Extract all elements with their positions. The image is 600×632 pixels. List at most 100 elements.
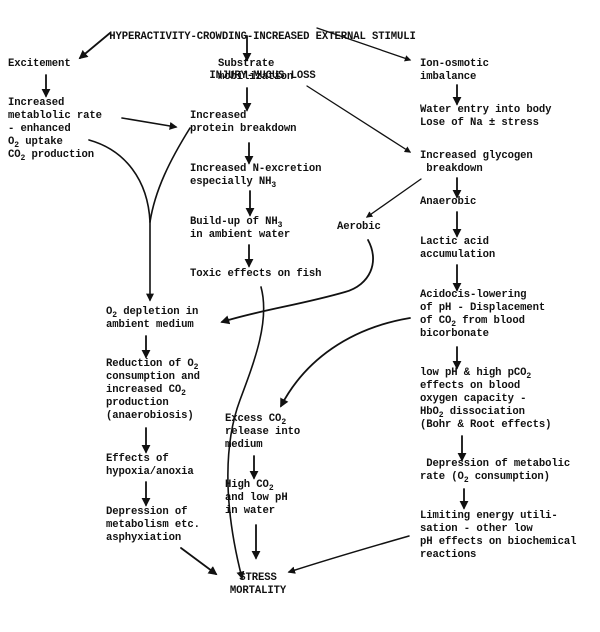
node-line: Lactic acid bbox=[420, 236, 489, 248]
node-line: of pH - Displacement bbox=[420, 302, 546, 314]
node-line: especially NH3 bbox=[190, 176, 277, 190]
node-line: Build-up of NH3 bbox=[190, 216, 283, 230]
arrow-depression-to-stress bbox=[180, 547, 218, 576]
arrow-title-to-ion-osmotic bbox=[316, 27, 412, 62]
node-line: (Bohr & Root effects) bbox=[420, 419, 552, 431]
node-line: release into bbox=[225, 426, 301, 438]
node-line: accumulation bbox=[420, 249, 496, 261]
curve-protein-to-merge bbox=[149, 127, 191, 223]
node-line: Substrate bbox=[218, 58, 275, 70]
node-line: hypoxia/anoxia bbox=[106, 466, 194, 478]
curve-limiting-to-stress bbox=[287, 535, 410, 574]
node-line: Depression of metabolic bbox=[420, 458, 571, 470]
arrow-metabolic-to-protein bbox=[121, 117, 178, 130]
curve-aerobic-to-o2-depletion bbox=[220, 239, 374, 325]
node-line: Depression of bbox=[106, 506, 188, 518]
node-line: low pH & high pCO2 bbox=[420, 367, 532, 381]
node-increased-glycogen-breakdown: Increased glycogen breakdown bbox=[420, 150, 533, 176]
node-line: metablolic rate bbox=[8, 110, 102, 122]
title-line-2: INJURY-MUCUS LOSS bbox=[209, 70, 316, 82]
node-line: sation - other low bbox=[420, 523, 533, 535]
node-line: Increased bbox=[190, 110, 247, 122]
title-line-1: HYPERACTIVITY-CROWDING-INCREASED EXTERNA… bbox=[109, 31, 416, 43]
node-line: MORTALITY bbox=[229, 585, 287, 597]
node-line: Lose of Na ± stress bbox=[420, 117, 539, 129]
node-line: HbO2 dissociation bbox=[420, 406, 525, 420]
node-line: Excitement bbox=[8, 58, 71, 70]
arrow-title-to-excitement bbox=[78, 32, 111, 60]
node-line: oxygen capacity - bbox=[420, 393, 527, 405]
node-line: Water entry into body bbox=[420, 104, 552, 116]
node-line: O2 depletion in bbox=[106, 306, 199, 320]
node-line: Effects of bbox=[106, 453, 169, 465]
node-line: Limiting energy utili- bbox=[420, 510, 558, 522]
node-line: Increased bbox=[8, 97, 65, 109]
node-line: CO2 production bbox=[8, 149, 95, 163]
node-anaerobic: Anaerobic bbox=[420, 196, 476, 209]
node-line: ambient medium bbox=[106, 319, 194, 331]
node-line: Increased glycogen bbox=[420, 150, 533, 162]
node-line: consumption and bbox=[106, 371, 200, 383]
node-line: O2 uptake bbox=[8, 136, 63, 150]
node-line: Reduction of O2 bbox=[106, 358, 199, 372]
node-line: medium bbox=[225, 439, 263, 451]
node-line: Ion-osmotic bbox=[420, 58, 489, 70]
node-line: High CO2 bbox=[225, 479, 274, 493]
node-line: of CO2 from blood bbox=[420, 315, 525, 329]
node-line: asphyxiation bbox=[106, 532, 182, 544]
node-line: in ambient water bbox=[190, 229, 291, 241]
node-line: reactions bbox=[420, 549, 477, 561]
node-line: (anaerobiosis) bbox=[106, 410, 194, 422]
node-line: and low pH bbox=[225, 492, 288, 504]
node-excitement: Excitement bbox=[8, 58, 71, 71]
node-line: bicorbonate bbox=[420, 328, 489, 340]
curve-toxic-to-stress bbox=[227, 286, 265, 580]
node-aerobic: Aerobic bbox=[337, 221, 381, 234]
node-line: Acidocis-lowering bbox=[420, 289, 527, 301]
node-toxic-effects: Toxic effects on fish bbox=[190, 268, 322, 281]
node-line: Excess CO2 bbox=[225, 413, 287, 427]
node-line: increased CO2 bbox=[106, 384, 186, 398]
node-line: imbalance bbox=[420, 71, 477, 83]
arrow-substrate-to-glycogen bbox=[306, 85, 412, 153]
title-stimuli: HYPERACTIVITY-CROWDING-INCREASED EXTERNA… bbox=[90, 5, 435, 109]
node-line: production bbox=[106, 397, 169, 409]
curve-metabolic-to-merge bbox=[88, 139, 151, 223]
node-line: - enhanced bbox=[8, 123, 71, 135]
node-line: pH effects on biochemical bbox=[420, 536, 577, 548]
node-line: in water bbox=[225, 505, 276, 517]
node-line: rate (O2 consumption) bbox=[420, 471, 550, 485]
node-line: mobilization bbox=[218, 71, 294, 83]
node-line: protein breakdown bbox=[190, 123, 297, 135]
node-line: Aerobic bbox=[337, 221, 381, 233]
curve-acidosis-to-excess-co2 bbox=[280, 317, 411, 408]
node-line: Toxic effects on fish bbox=[190, 268, 322, 280]
node-limiting-energy: Limiting energy utili-sation - other low… bbox=[420, 510, 577, 562]
node-line: effects on blood bbox=[420, 380, 521, 392]
node-line: STRESS bbox=[239, 572, 277, 584]
node-line: Anaerobic bbox=[420, 196, 477, 208]
node-line: breakdown bbox=[420, 163, 483, 175]
node-line: metabolism etc. bbox=[106, 519, 200, 531]
arrow-glycogen-to-aerobic bbox=[365, 178, 422, 218]
node-line: Increased N-excretion bbox=[190, 163, 322, 175]
